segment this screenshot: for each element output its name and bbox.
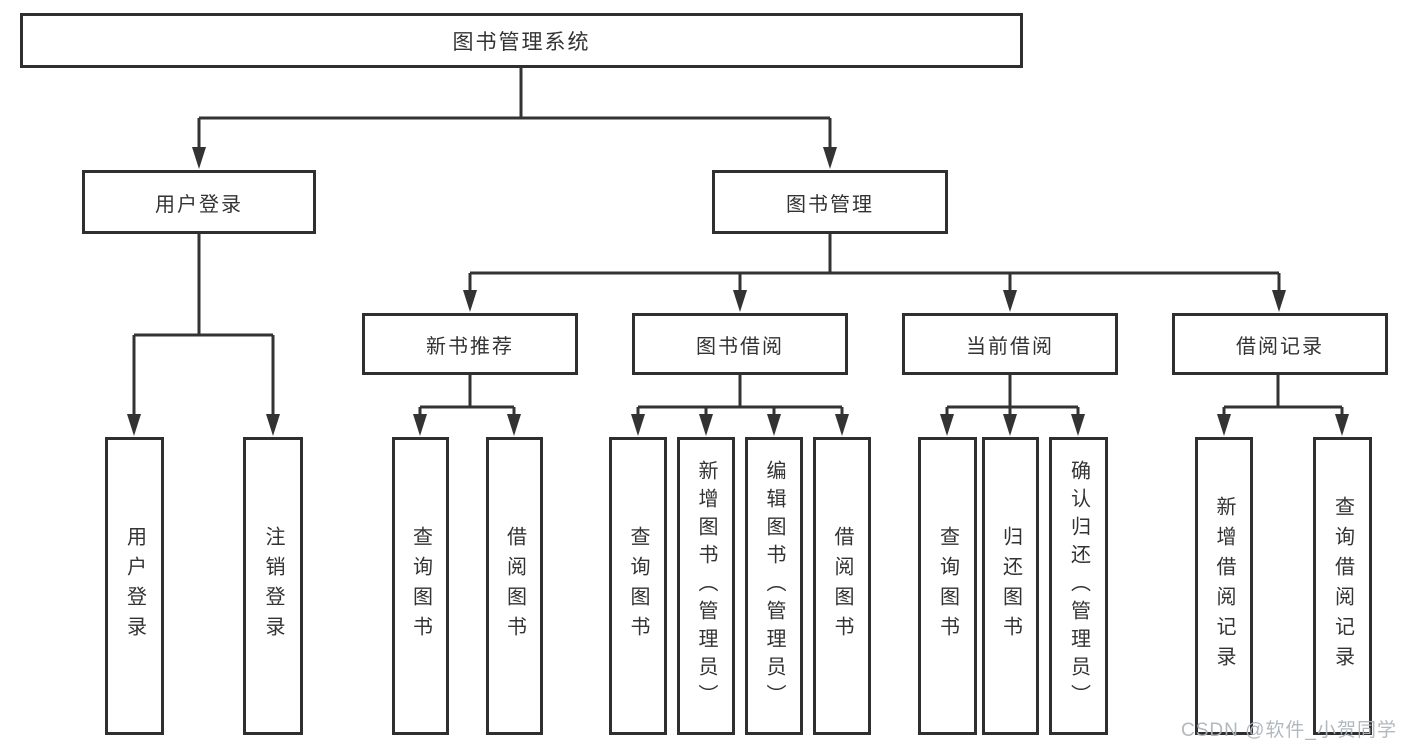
leaf-current-query-books: 查询图书 — [918, 437, 977, 735]
node-borrowing-records: 借阅记录 — [1172, 313, 1388, 375]
leaf-edit-books-admin: 编辑图书（管理员） — [745, 437, 803, 735]
leaf-query-borrow-record: 查询借阅记录 — [1313, 437, 1372, 735]
leaf-newbook-query-books-label: 查询图书 — [409, 526, 432, 646]
leaf-add-books-admin: 新增图书（管理员） — [677, 437, 735, 735]
watermark: CSDN @软件_小贺同学 — [1181, 720, 1397, 741]
leaf-logout-label: 注销登录 — [262, 526, 284, 646]
leaf-return-books-label: 归还图书 — [999, 526, 1022, 646]
leaf-logout: 注销登录 — [243, 437, 303, 735]
leaf-borrowing-borrow-books: 借阅图书 — [813, 437, 871, 735]
leaf-newbook-query-books: 查询图书 — [392, 437, 449, 735]
leaf-add-borrow-record: 新增借阅记录 — [1195, 437, 1253, 735]
node-user-login: 用户登录 — [82, 170, 316, 234]
connector-user-login — [132, 232, 275, 417]
leaf-current-query-books-label: 查询图书 — [936, 526, 959, 646]
leaf-confirm-return-admin-label: 确认归还（管理员） — [1067, 460, 1090, 712]
connector-borrowing-records — [1222, 373, 1344, 417]
node-book-management-label: 图书管理 — [786, 193, 874, 216]
leaf-query-borrow-record-label: 查询借阅记录 — [1331, 496, 1354, 676]
connector-book-management — [468, 232, 1281, 293]
connector-new-book-recommend — [418, 373, 516, 417]
node-new-book-recommend-label: 新书推荐 — [426, 335, 514, 358]
leaf-borrowing-borrow-books-label: 借阅图书 — [831, 526, 853, 646]
node-current-borrowing: 当前借阅 — [902, 313, 1118, 375]
node-book-borrowing: 图书借阅 — [632, 313, 848, 375]
node-user-login-label: 用户登录 — [155, 193, 243, 216]
connector-book-borrowing — [636, 373, 844, 417]
leaf-borrowing-query-books-label: 查询图书 — [627, 526, 649, 646]
arrowheads — [127, 147, 1349, 436]
leaf-user-login: 用户登录 — [105, 437, 164, 735]
leaf-borrowing-query-books: 查询图书 — [609, 437, 667, 735]
leaf-newbook-borrow-books-label: 借阅图书 — [503, 526, 526, 646]
leaf-add-borrow-record-label: 新增借阅记录 — [1213, 496, 1235, 676]
node-system-root: 图书管理系统 — [20, 13, 1023, 68]
leaf-add-books-admin-label: 新增图书（管理员） — [695, 460, 717, 712]
leaf-user-login-label: 用户登录 — [123, 526, 146, 646]
leaf-return-books: 归还图书 — [982, 437, 1039, 735]
node-borrowing-records-label: 借阅记录 — [1236, 335, 1324, 358]
connector-current-borrowing — [945, 373, 1080, 417]
node-system-root-label: 图书管理系统 — [452, 30, 591, 54]
node-book-borrowing-label: 图书借阅 — [696, 335, 784, 358]
node-current-borrowing-label: 当前借阅 — [966, 335, 1054, 358]
leaf-confirm-return-admin: 确认归还（管理员） — [1049, 437, 1108, 735]
node-new-book-recommend: 新书推荐 — [362, 313, 578, 375]
leaf-newbook-borrow-books: 借阅图书 — [486, 437, 543, 735]
connector-root — [197, 66, 832, 150]
node-book-management: 图书管理 — [712, 170, 948, 234]
leaf-edit-books-admin-label: 编辑图书（管理员） — [763, 460, 785, 712]
